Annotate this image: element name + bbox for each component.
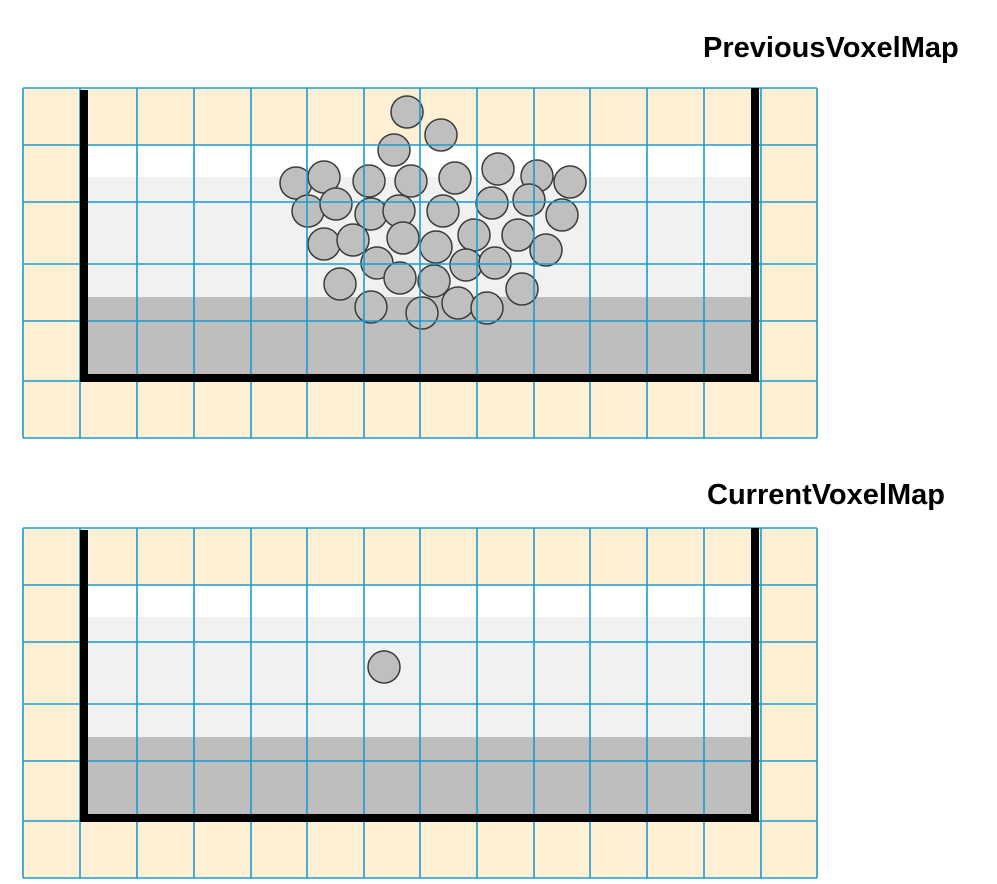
particle [441, 286, 475, 320]
particle [319, 187, 353, 221]
current-particles [367, 650, 401, 684]
particle [501, 218, 535, 252]
particle [419, 230, 453, 264]
particle [457, 218, 491, 252]
particle [512, 183, 546, 217]
particle [426, 194, 460, 228]
current-voxel-map [22, 527, 818, 879]
current-voxel-map-title: CurrentVoxelMap [707, 479, 945, 511]
particle [354, 290, 388, 324]
particle [405, 296, 439, 330]
particle [394, 164, 428, 198]
particle [438, 161, 472, 195]
previous-voxel-map-title: PreviousVoxelMap [703, 32, 959, 64]
particle [390, 95, 424, 129]
previous-container-walls [80, 88, 759, 382]
particle [475, 186, 509, 220]
particle [352, 164, 386, 198]
particle [553, 165, 587, 199]
particle [307, 227, 341, 261]
previous-voxel-map [22, 87, 818, 439]
particle [386, 221, 420, 255]
particle [417, 264, 451, 298]
particle [323, 267, 357, 301]
particle [529, 233, 563, 267]
particle [367, 650, 401, 684]
particle [383, 261, 417, 295]
particle [377, 133, 411, 167]
particle [481, 152, 515, 186]
current-container-walls [80, 528, 759, 822]
particle [505, 272, 539, 306]
particle [424, 118, 458, 152]
particle [291, 194, 325, 228]
particle [470, 291, 504, 325]
particle [545, 198, 579, 232]
previous-particles [279, 95, 587, 330]
particle [336, 223, 370, 257]
particle [478, 246, 512, 280]
